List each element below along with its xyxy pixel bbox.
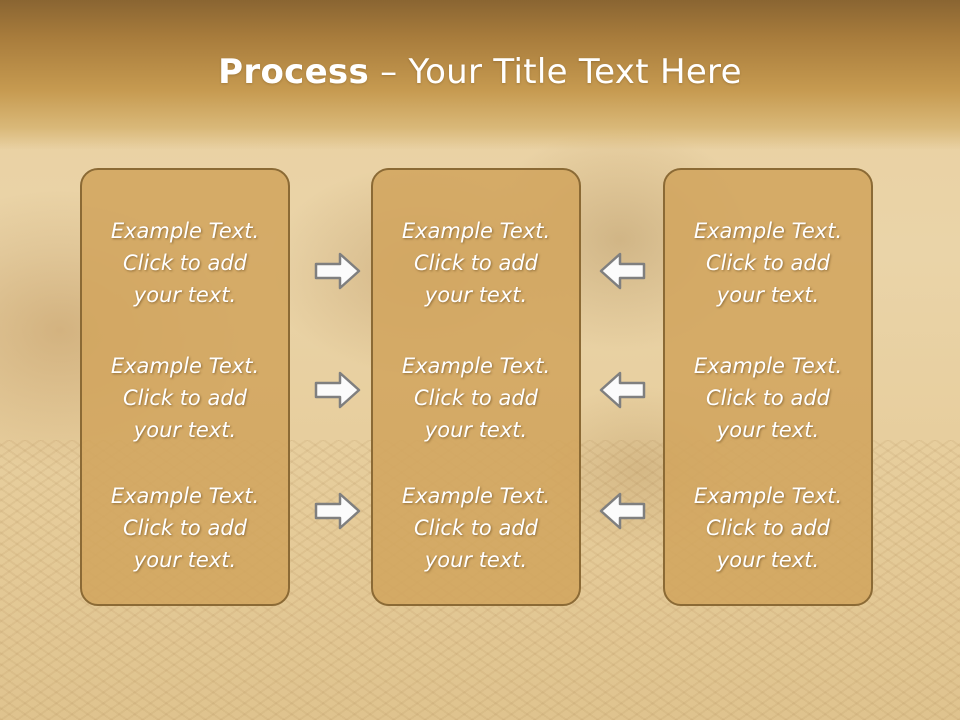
text-placeholder[interactable]: Example Text. Click to add your text.: [110, 219, 260, 307]
text-placeholder[interactable]: Example Text. Click to add your text.: [401, 219, 551, 307]
text-placeholder[interactable]: Example Text. Click to add your text.: [693, 354, 843, 442]
text-placeholder[interactable]: Example Text. Click to add your text.: [693, 484, 843, 572]
arrow-left-icon: [599, 371, 646, 409]
text-placeholder[interactable]: Example Text. Click to add your text.: [110, 354, 260, 442]
text-placeholder[interactable]: Example Text. Click to add your text.: [693, 219, 843, 307]
text-placeholder[interactable]: Example Text. Click to add your text.: [110, 484, 260, 572]
slide-title[interactable]: Process – Your Title Text Here: [0, 52, 960, 92]
process-box-center[interactable]: Example Text. Click to add your text. Ex…: [371, 168, 581, 606]
title-rest: – Your Title Text Here: [369, 52, 742, 92]
title-band: [0, 0, 960, 150]
text-placeholder[interactable]: Example Text. Click to add your text.: [401, 484, 551, 572]
arrow-right-icon: [314, 371, 361, 409]
arrow-right-icon: [314, 492, 361, 530]
arrow-right-icon: [314, 252, 361, 290]
process-box-right[interactable]: Example Text. Click to add your text. Ex…: [663, 168, 873, 606]
process-box-left[interactable]: Example Text. Click to add your text. Ex…: [80, 168, 290, 606]
title-bold: Process: [218, 52, 370, 92]
arrow-left-icon: [599, 492, 646, 530]
text-placeholder[interactable]: Example Text. Click to add your text.: [401, 354, 551, 442]
arrow-left-icon: [599, 252, 646, 290]
